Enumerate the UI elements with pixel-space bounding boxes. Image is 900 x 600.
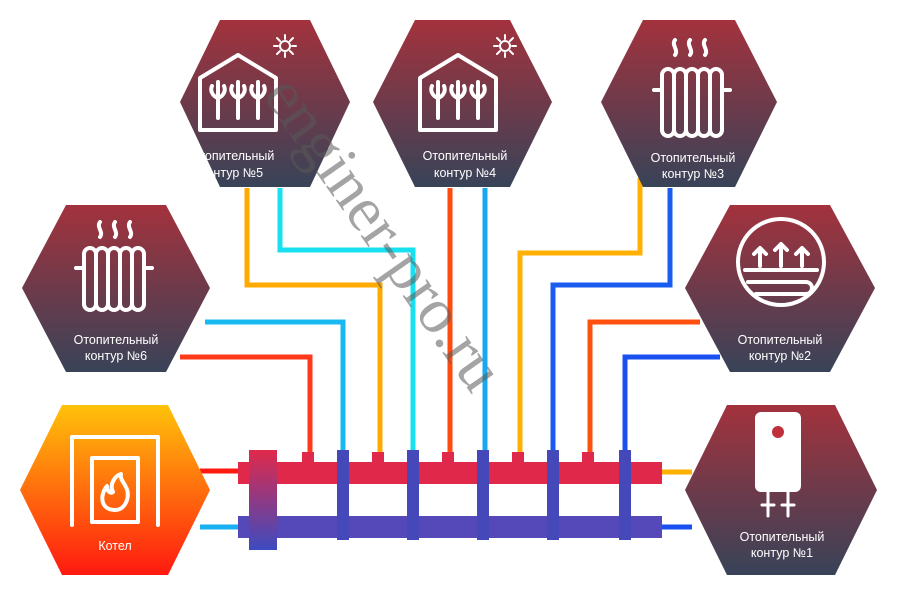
circuit-3-label-line2: контур №3 (662, 167, 724, 181)
circuit-4-node[interactable]: Отопительный контур №4 (373, 20, 552, 187)
pipe-c6-return (205, 319, 346, 462)
circuit-4-label-line1: Отопительный (423, 149, 508, 163)
pipe-c3-return (550, 188, 673, 462)
greenhouse-icon (198, 53, 278, 132)
sun-icon (273, 34, 297, 58)
pipe-c3-supply (517, 178, 643, 462)
circuit-2-label-line1: Отопительный (738, 333, 823, 347)
circuit-3-node[interactable]: Отопительный контур №3 (601, 20, 777, 187)
pipe-c5-return (277, 188, 416, 462)
circuit-5-label-line2: контур №5 (201, 166, 263, 180)
circuit-1-label-line2: контур №1 (751, 546, 813, 560)
greenhouse-icon (418, 53, 498, 132)
radiator-icon (74, 220, 154, 312)
radiator-icon (652, 38, 732, 138)
water-heater-icon (755, 412, 801, 518)
circuit-6-node[interactable]: Отопительный контур №6 (22, 205, 210, 372)
boiler-fire-icon (70, 435, 160, 527)
pipe-c5-supply (244, 188, 383, 462)
pipe-c6-supply (180, 354, 313, 462)
circuit-6-label-line1: Отопительный (74, 333, 159, 347)
boiler-label: Котел (98, 539, 131, 553)
circuit-3-label-line1: Отопительный (651, 151, 736, 165)
boiler-node[interactable]: Котел (20, 405, 210, 575)
circuit-4-label-line2: контур №4 (434, 166, 496, 180)
circuit-5-label-line1: Отопительный (190, 149, 275, 163)
floor-heating-icon (736, 217, 826, 307)
pipes (180, 178, 720, 530)
circuit-2-label-line2: контур №2 (749, 349, 811, 363)
circuit-6-label-line2: контур №6 (85, 349, 147, 363)
circuit-1-node[interactable]: Отопительный контур №1 (685, 405, 877, 575)
sun-icon (493, 34, 517, 58)
circuit-1-label-line1: Отопительный (740, 530, 825, 544)
pipe-c2-supply (587, 319, 700, 462)
manifold (238, 450, 662, 550)
pipe-c2-return (622, 354, 720, 462)
circuit-5-node[interactable]: Отопительный контур №5 (180, 20, 350, 187)
circuit-2-node[interactable]: Отопительный контур №2 (685, 205, 875, 372)
